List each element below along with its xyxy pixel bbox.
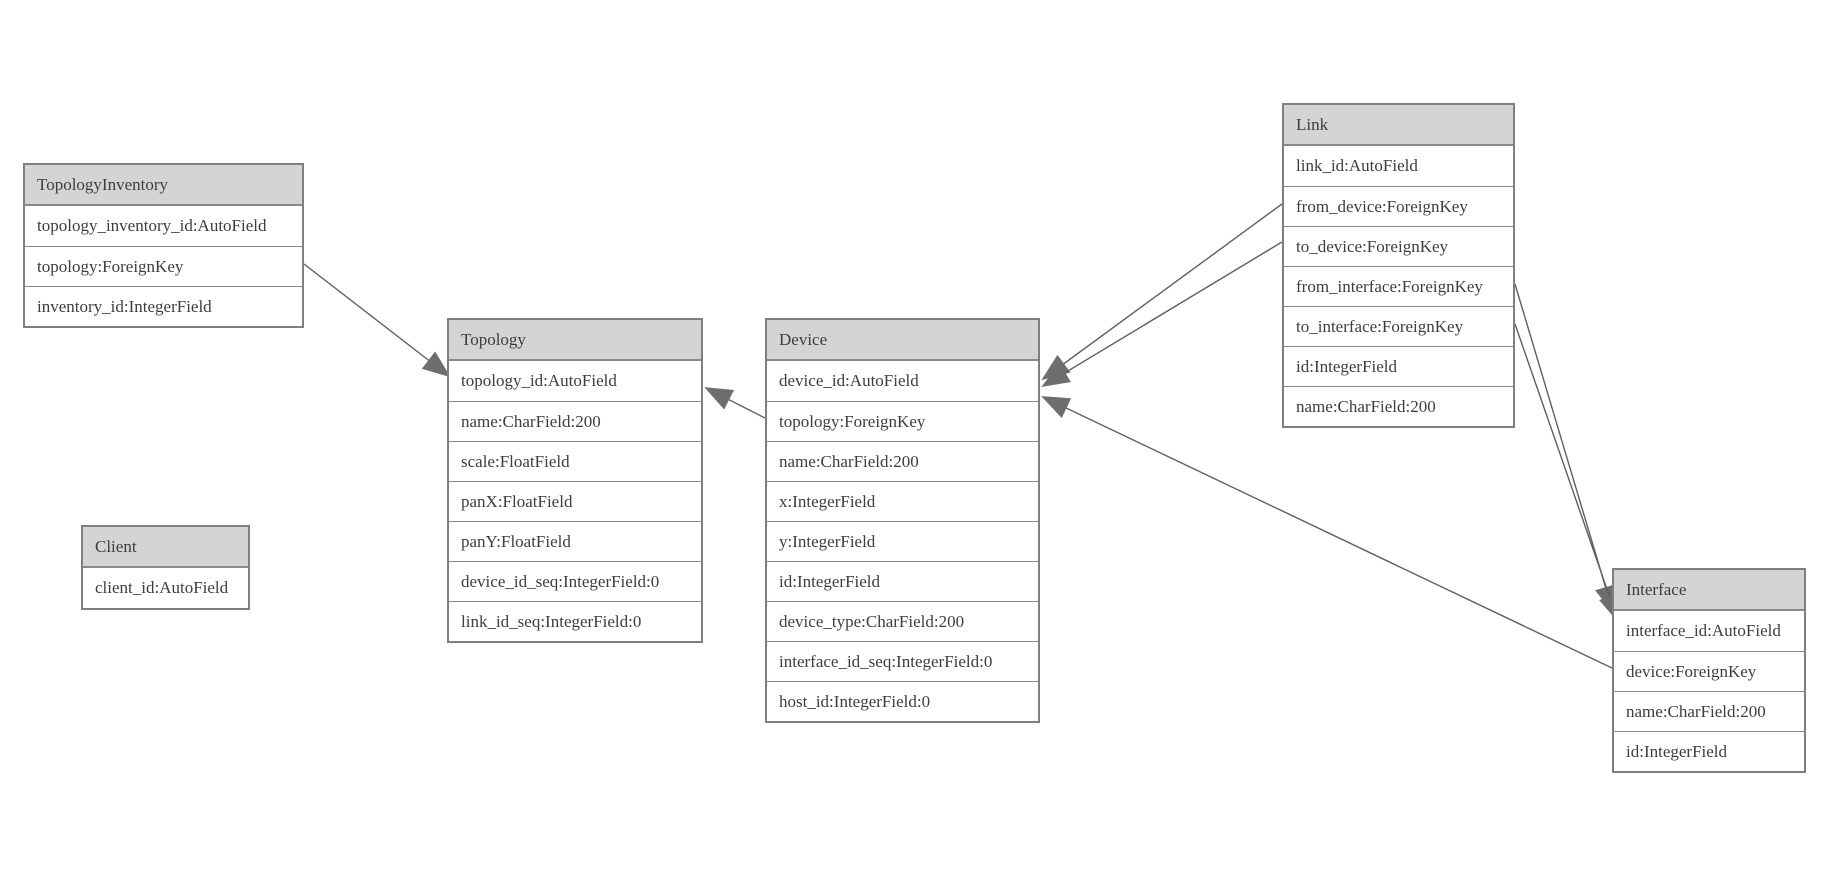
field-row-device: y:IntegerField: [767, 521, 1038, 561]
connection-Link.from_device-to-Device.device_id: [1041, 203, 1283, 381]
field-row-device: interface_id_seq:IntegerField:0: [767, 641, 1038, 681]
connection-Device.topology-to-Topology.topology_id: [704, 387, 766, 419]
field-row-interface: device:ForeignKey: [1614, 651, 1804, 691]
field-row-link: from_device:ForeignKey: [1284, 186, 1513, 226]
field-row-device: device_type:CharField:200: [767, 601, 1038, 641]
entity-title-interface: Interface: [1614, 570, 1804, 611]
field-row-device: id:IntegerField: [767, 561, 1038, 601]
field-row-link: name:CharField:200: [1284, 386, 1513, 426]
field-row-topology: panY:FloatField: [449, 521, 701, 561]
field-row-topology: link_id_seq:IntegerField:0: [449, 601, 701, 641]
entity-title-device: Device: [767, 320, 1038, 361]
connection-TopologyInventory.topology-to-Topology.topology_id: [303, 263, 451, 378]
connection-Link.to_interface-to-Interface.interface_id: [1514, 323, 1620, 623]
field-row-device: x:IntegerField: [767, 481, 1038, 521]
entity-title-link: Link: [1284, 105, 1513, 146]
field-row-client: client_id:AutoField: [83, 568, 248, 608]
field-row-link: id:IntegerField: [1284, 346, 1513, 386]
connection-Link.from_interface-to-Interface.interface_id: [1514, 283, 1617, 614]
field-row-device: host_id:IntegerField:0: [767, 681, 1038, 721]
field-row-topology: name:CharField:200: [449, 401, 701, 441]
field-row-topology: topology_id:AutoField: [449, 361, 701, 401]
entity-title-topology-inventory: TopologyInventory: [25, 165, 302, 206]
field-row-interface: interface_id:AutoField: [1614, 611, 1804, 651]
field-row-link: from_interface:ForeignKey: [1284, 266, 1513, 306]
field-row-link: to_interface:ForeignKey: [1284, 306, 1513, 346]
field-row-device: topology:ForeignKey: [767, 401, 1038, 441]
field-row-topology: device_id_seq:IntegerField:0: [449, 561, 701, 601]
field-row-topology: scale:FloatField: [449, 441, 701, 481]
field-row-topology-inventory: topology_inventory_id:AutoField: [25, 206, 302, 246]
field-row-topology: panX:FloatField: [449, 481, 701, 521]
entity-title-client: Client: [83, 527, 248, 568]
field-row-interface: name:CharField:200: [1614, 691, 1804, 731]
field-row-device: name:CharField:200: [767, 441, 1038, 481]
connection-Link.to_device-to-Device.device_id: [1041, 241, 1283, 388]
field-row-link: link_id:AutoField: [1284, 146, 1513, 186]
field-row-link: to_device:ForeignKey: [1284, 226, 1513, 266]
connection-Interface.device-to-Device.device_id: [1041, 396, 1613, 669]
field-row-topology-inventory: inventory_id:IntegerField: [25, 286, 302, 326]
field-row-topology-inventory: topology:ForeignKey: [25, 246, 302, 286]
field-row-device: device_id:AutoField: [767, 361, 1038, 401]
entity-title-topology: Topology: [449, 320, 701, 361]
field-row-interface: id:IntegerField: [1614, 731, 1804, 771]
